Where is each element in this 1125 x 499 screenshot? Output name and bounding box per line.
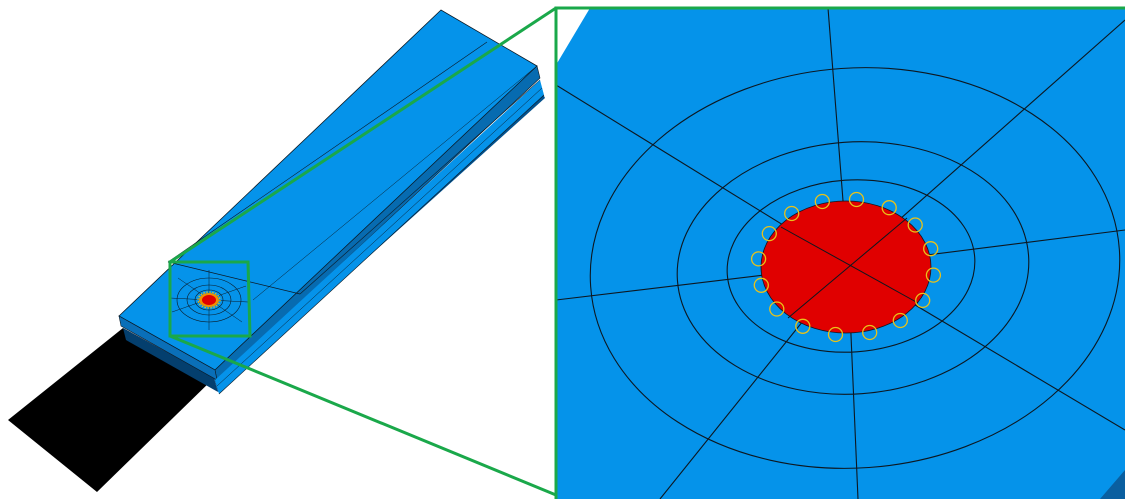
mesh-ring-outer — [589, 67, 1121, 469]
marker-circle — [761, 225, 777, 242]
callout-zoom-frame — [554, 6, 1125, 499]
mesh-ring-inner — [726, 179, 976, 353]
marker-circle — [915, 292, 931, 309]
marker-circle — [862, 324, 878, 341]
marker-circle — [750, 251, 767, 267]
marker-circle — [892, 312, 908, 329]
marker-circle — [784, 205, 800, 222]
middle-plate — [215, 80, 545, 395]
mesh-ring-middle — [676, 141, 1030, 395]
lap-joint-overview — [8, 9, 545, 492]
mesh-rings — [589, 67, 1121, 469]
zoom-detail-view — [554, 6, 1125, 499]
marker-circle — [814, 193, 830, 210]
upper-plate — [118, 9, 541, 381]
marker-circle — [923, 241, 939, 257]
weld-spot-overview — [169, 270, 249, 330]
marker-circle — [795, 318, 811, 334]
upper-plate-top-face — [118, 9, 538, 371]
marker-circle — [769, 301, 785, 317]
marker-circles — [750, 191, 942, 343]
marker-circle — [827, 326, 844, 343]
marker-circle — [753, 277, 769, 293]
callout-connectors — [169, 6, 557, 497]
marker-circle — [907, 217, 923, 233]
marker-circle — [848, 191, 865, 208]
weld-nugget — [760, 200, 932, 334]
grip-tab — [8, 328, 214, 492]
marker-circle — [881, 200, 897, 216]
callout-source-frame — [168, 260, 252, 338]
marker-circle — [925, 267, 942, 283]
